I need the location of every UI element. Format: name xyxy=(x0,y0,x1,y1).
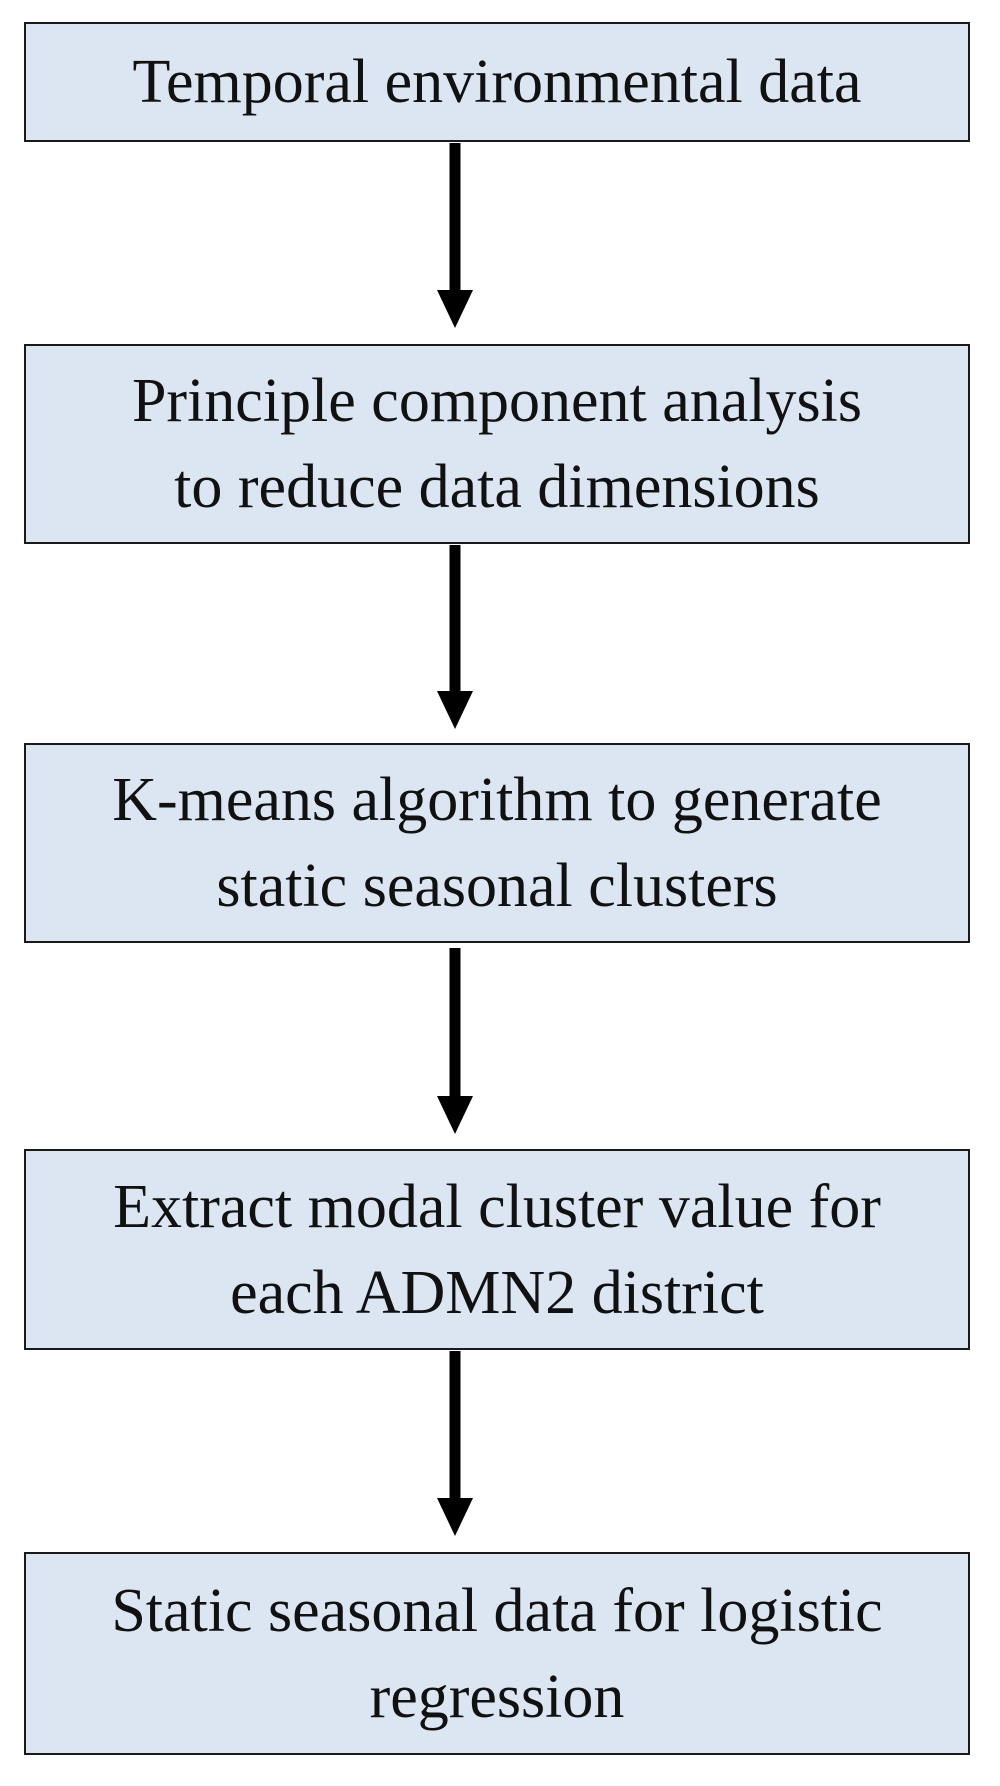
arrow-3-head xyxy=(437,1096,473,1134)
arrow-2-head xyxy=(437,691,473,729)
step-static-seasonal-data: Static seasonal data for logistic regres… xyxy=(24,1552,970,1755)
step-3-line-1: K-means algorithm to generate xyxy=(112,766,882,834)
step-extract-modal-cluster: Extract modal cluster value for each ADM… xyxy=(24,1149,970,1350)
arrow-3-to-4 xyxy=(437,948,473,1134)
arrow-4-head xyxy=(437,1498,473,1536)
step-5-line-2: regression xyxy=(369,1662,625,1731)
step-4-line-1: Extract modal cluster value for xyxy=(113,1172,881,1241)
arrow-1-head xyxy=(437,290,473,328)
step-2-line-1: Principle component analysis xyxy=(131,367,863,435)
step-temporal-environmental-data: Temporal environmental data xyxy=(24,22,970,142)
step-1-line-1: Temporal environmental data xyxy=(132,48,862,116)
arrow-4-to-5 xyxy=(437,1351,473,1536)
step-4-line-2: each ADMN2 district xyxy=(230,1258,764,1327)
step-5-line-1: Static seasonal data for logistic xyxy=(111,1576,883,1645)
step-k-means-clustering: K-means algorithm to generate static sea… xyxy=(24,743,970,943)
arrow-2-to-3 xyxy=(437,545,473,729)
step-3-line-2: static seasonal clusters xyxy=(216,852,778,920)
step-principal-component-analysis: Principle component analysis to reduce d… xyxy=(24,344,970,544)
arrow-1-to-2 xyxy=(437,143,473,328)
step-2-line-2: to reduce data dimensions xyxy=(174,453,820,521)
